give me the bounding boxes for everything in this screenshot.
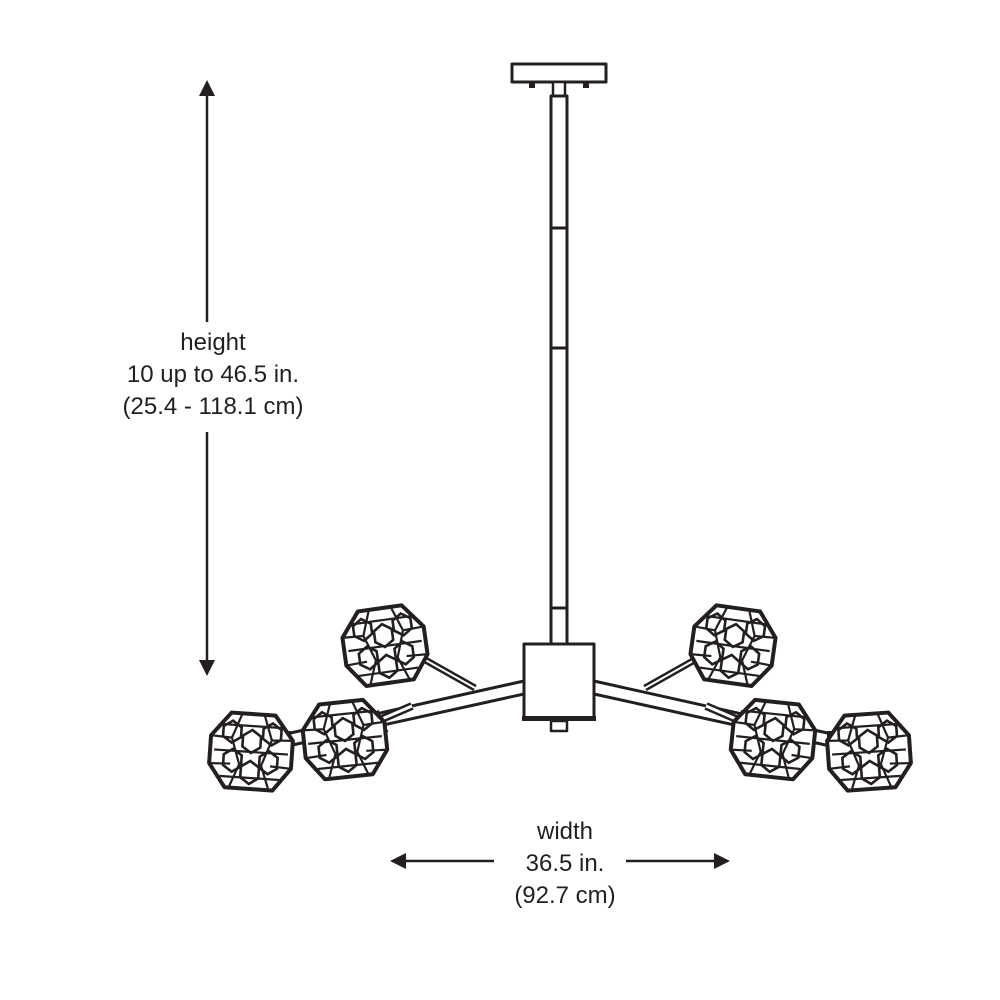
globe-lower-left-outer (205, 709, 297, 794)
width-title: width (536, 818, 594, 845)
height-value-inches: 10 up to 46.5 in. (126, 361, 300, 388)
height-dimension-label: height 10 up to 46.5 in. (25.4 - 118.1 c… (90, 327, 336, 423)
width-arrow (390, 853, 730, 869)
globe-upper-right (685, 600, 781, 691)
width-value-inches: 36.5 in. (525, 850, 605, 877)
downrod (549, 94, 569, 646)
height-value-metric: (25.4 - 118.1 cm) (122, 393, 304, 420)
height-title: height (180, 329, 246, 356)
width-dimension-label: width 36.5 in. (92.7 cm) (460, 816, 670, 912)
height-arrow (199, 80, 215, 676)
center-hub (522, 642, 596, 720)
globe-upper-left (337, 600, 433, 691)
width-value-metric: (92.7 cm) (514, 882, 616, 909)
globe-lower-left-inner (298, 695, 392, 784)
globe-lower-right-outer (823, 709, 915, 794)
ceiling-canopy (510, 62, 608, 84)
